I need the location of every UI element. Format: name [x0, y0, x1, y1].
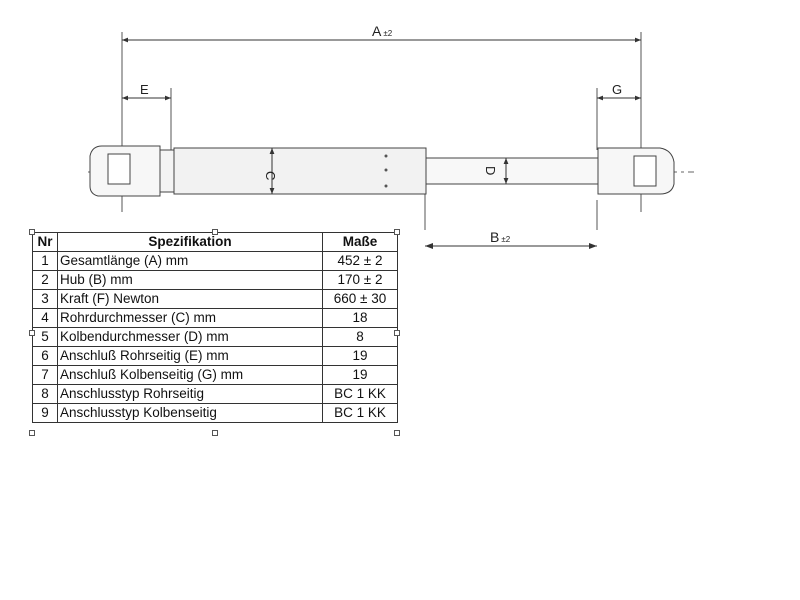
- dimension-b-label: B±2: [490, 229, 511, 245]
- row-nr: 1: [32, 251, 58, 271]
- row-spec: Hub (B) mm: [57, 270, 323, 290]
- row-value: 18: [322, 308, 398, 328]
- row-nr: 7: [32, 365, 58, 385]
- row-nr: 4: [32, 308, 58, 328]
- cylinder-body: [173, 147, 427, 195]
- row-value: 19: [322, 346, 398, 366]
- resize-handle-bottom-right[interactable]: [394, 430, 400, 436]
- dimension-c-label: C: [263, 171, 278, 180]
- row-spec: Anschluß Rohrseitig (E) mm: [57, 346, 323, 366]
- row-nr: 6: [32, 346, 58, 366]
- resize-handle-middle-left[interactable]: [29, 330, 35, 336]
- row-spec: Kraft (F) Newton: [57, 289, 323, 309]
- marking-dot: [384, 184, 388, 188]
- resize-handle-top-left[interactable]: [29, 229, 35, 235]
- row-spec: Anschlusstyp Kolbenseitig: [57, 403, 323, 423]
- piston-rod: [425, 157, 599, 185]
- row-value: 8: [322, 327, 398, 347]
- dimension-g-label: G: [612, 82, 622, 97]
- row-value: 452 ± 2: [322, 251, 398, 271]
- row-value: 660 ± 30: [322, 289, 398, 309]
- row-value: 19: [322, 365, 398, 385]
- right-socket: [633, 155, 657, 187]
- dimension-b-arrow-left: [425, 243, 433, 249]
- row-value: BC 1 KK: [322, 384, 398, 404]
- marking-dot: [384, 168, 388, 172]
- dimension-d-label: D: [483, 166, 498, 175]
- dimension-a-label: A±2: [372, 23, 393, 39]
- dimension-e-label: E: [140, 82, 149, 97]
- header-value: Maße: [322, 232, 398, 252]
- row-spec: Rohrdurchmesser (C) mm: [57, 308, 323, 328]
- cylinder-tube: [159, 149, 175, 193]
- row-nr: 3: [32, 289, 58, 309]
- table-header-row: Nr Spezifikation Maße: [32, 232, 398, 252]
- row-spec: Anschlusstyp Rohrseitig: [57, 384, 323, 404]
- row-spec: Anschluß Kolbenseitig (G) mm: [57, 365, 323, 385]
- row-nr: 5: [32, 327, 58, 347]
- row-value: BC 1 KK: [322, 403, 398, 423]
- row-nr: 2: [32, 270, 58, 290]
- dimension-b-arrow-right: [589, 243, 597, 249]
- resize-handle-bottom-middle[interactable]: [212, 430, 218, 436]
- resize-handle-top-right[interactable]: [394, 229, 400, 235]
- gas-spring-drawing: A±2 E G C D: [88, 23, 694, 230]
- row-value: 170 ± 2: [322, 270, 398, 290]
- marking-dot: [384, 154, 388, 158]
- row-spec: Gesamtlänge (A) mm: [57, 251, 323, 271]
- header-nr: Nr: [32, 232, 58, 252]
- dimension-b-tolerance: ±2: [501, 235, 510, 244]
- resize-handle-bottom-left[interactable]: [29, 430, 35, 436]
- resize-handle-middle-right[interactable]: [394, 330, 400, 336]
- resize-handle-top-middle[interactable]: [212, 229, 218, 235]
- row-nr: 9: [32, 403, 58, 423]
- row-spec: Kolbendurchmesser (D) mm: [57, 327, 323, 347]
- row-nr: 8: [32, 384, 58, 404]
- dimension-a-tolerance: ±2: [383, 29, 392, 38]
- left-socket: [107, 153, 131, 185]
- header-spec: Spezifikation: [57, 232, 323, 252]
